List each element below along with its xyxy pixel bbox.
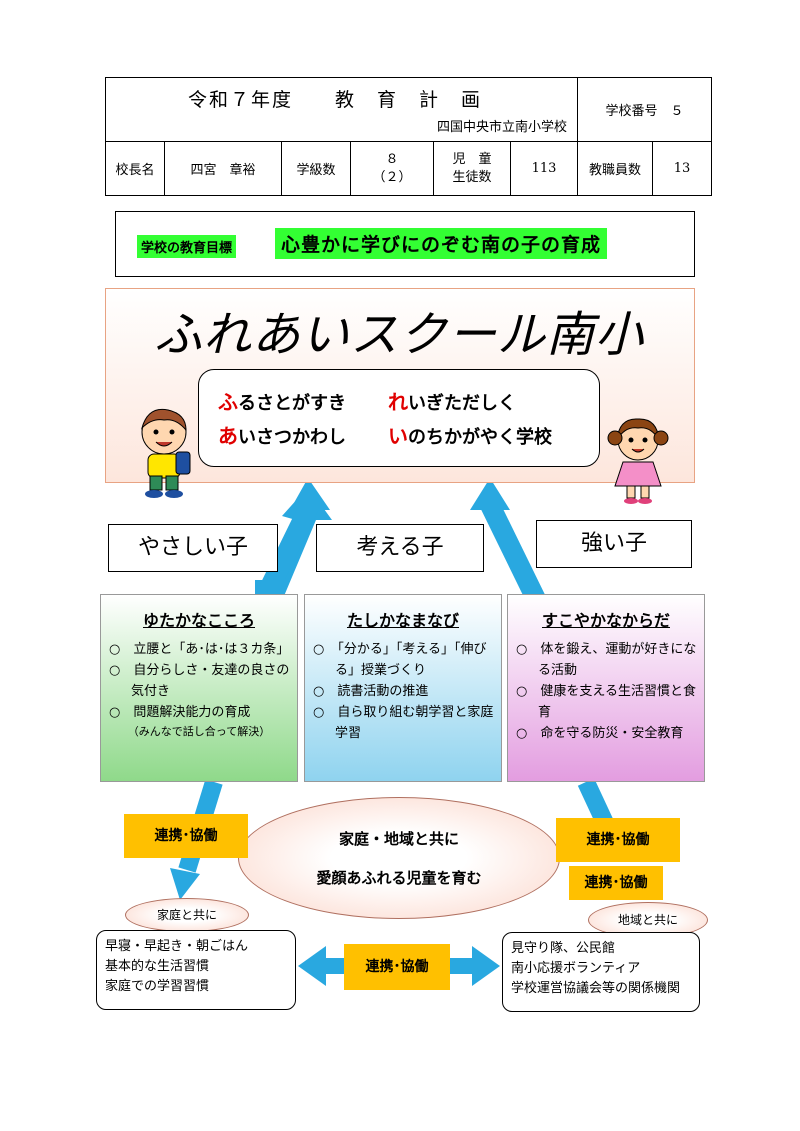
title-cell: 令和７年度 教 育 計 画 四国中央市立南小学校 (105, 77, 578, 142)
list-item: 家庭での学習習慣 (105, 979, 210, 994)
column-heading: すこやかなからだ (541, 611, 670, 630)
column-note: （みんなで話し合って解決） (127, 725, 271, 738)
column-heart: ゆたかなこころ ○ 立腰と「あ･は･は３カ条」 ○ 自分らしさ・友達の良さの気付… (100, 594, 298, 782)
list-item: 基本的な生活習慣 (105, 959, 210, 974)
classes-sub: （２） (372, 169, 412, 185)
classes-value-cell: ８ （２） (350, 141, 434, 196)
slogan-title: ふれあいスクール南小 (153, 307, 644, 363)
motto-line-1: ふるさとがすき (218, 390, 346, 414)
coop-label-left: 連携･協働 (124, 814, 248, 858)
students-label2: 生徒数 (452, 169, 492, 185)
goal-label: 学校の教育目標 (137, 235, 237, 258)
staff-value: 13 (652, 141, 712, 196)
principal-label: 校長名 (105, 141, 165, 196)
list-item: ○ 読書活動の推進 (313, 684, 429, 699)
school-number: 学校番号 ５ (577, 77, 712, 142)
list-item: ○ 体を鍛え、運動が好きになる活動 (516, 642, 697, 678)
list-item: 早寝・早起き・朝ごはん (105, 939, 249, 954)
principal-name: 四宮 章裕 (164, 141, 282, 196)
list-item: 見守り隊、公民館 (511, 941, 616, 956)
motto-line-4: いのちかがやく学校 (388, 424, 552, 448)
boy-illustration (141, 408, 191, 498)
students-label1: 児 童 (452, 151, 492, 167)
home-tag: 家庭と共に (125, 898, 249, 932)
header-table: 令和７年度 教 育 計 画 四国中央市立南小学校 学校番号 ５ 校長名 四宮 章… (105, 77, 712, 196)
classes-value: ８ (385, 151, 399, 167)
column-heading: たしかなまなび (346, 611, 459, 630)
child-kind: やさしい子 (108, 524, 278, 572)
staff-label: 教職員数 (577, 141, 653, 196)
list-item: ○ 命を守る防災・安全教育 (516, 726, 684, 741)
goal-text: 心豊かに学びにのぞむ南の子の育成 (275, 228, 608, 259)
motto-box (198, 369, 600, 467)
center-line-2: 愛顔あふれる児童を育む (316, 869, 482, 887)
list-item: ○ 問題解決能力の育成 (109, 705, 251, 720)
list-item: 南小応援ボランティア (511, 961, 641, 976)
plan-title: 令和７年度 教 育 計 画 (188, 88, 483, 111)
girl-illustration (607, 418, 669, 504)
list-item: ○ 自分らしさ・友達の良さの気付き (109, 663, 290, 699)
column-heading: ゆたかなこころ (142, 611, 255, 630)
school-name: 四国中央市立南小学校 (436, 119, 567, 135)
coop-label-right: 連携･協働 (556, 818, 680, 862)
center-line-1: 家庭・地域と共に (338, 830, 459, 848)
motto-line-3: あいさつかわし (218, 424, 346, 448)
coop-label-bottom: 連携･協働 (344, 944, 450, 990)
column-learning: たしかなまなび ○ 「分かる」「考える」「伸びる」授業づくり ○ 読書活動の推進… (304, 594, 502, 782)
students-label-cell: 児 童 生徒数 (433, 141, 511, 196)
child-thinking: 考える子 (316, 524, 484, 572)
coop-label-right-small: 連携･協働 (569, 866, 663, 900)
column-body: すこやかなからだ ○ 体を鍛え、運動が好きになる活動 ○ 健康を支える生活習慣と… (507, 594, 705, 782)
list-item: 学校運営協議会等の関係機関 (511, 981, 681, 996)
child-strong: 強い子 (536, 520, 692, 568)
motto-line-2: れいぎただしく (388, 390, 516, 414)
list-item: ○ 健康を支える生活習慣と食育 (516, 684, 696, 720)
home-box: 早寝・早起き・朝ごはん 基本的な生活習慣 家庭での学習習慣 (96, 930, 296, 1010)
list-item: ○ 立腰と「あ･は･は３カ条」 (109, 642, 290, 657)
list-item: ○ 自ら取り組む朝学習と家庭学習 (313, 705, 494, 741)
list-item: ○ 「分かる」「考える」「伸びる」授業づくり (313, 642, 487, 678)
community-box: 見守り隊、公民館 南小応援ボランティア 学校運営協議会等の関係機関 (502, 932, 700, 1012)
center-ellipse: 家庭・地域と共に 愛顔あふれる児童を育む (238, 797, 560, 919)
